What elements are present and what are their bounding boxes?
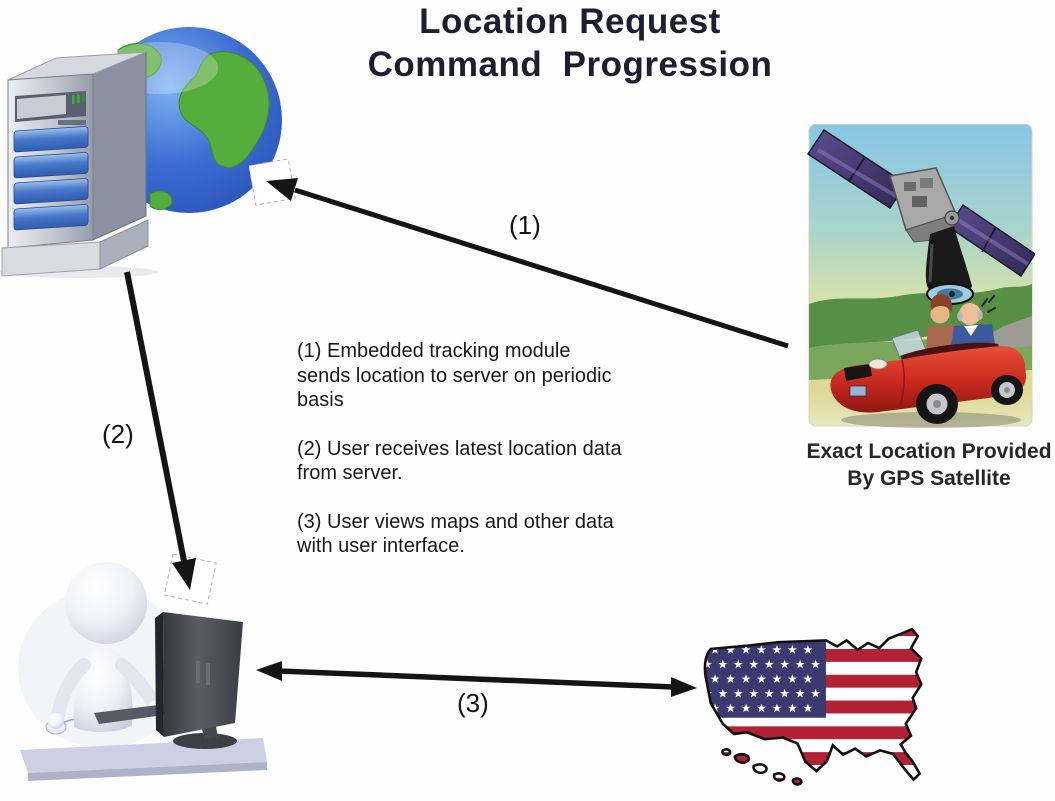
server-globe-icon <box>0 27 282 278</box>
monitor-icon <box>155 612 243 749</box>
step-3-text: (3) User views maps and other data with … <box>297 510 614 558</box>
usa-flag-map-icon <box>703 627 923 786</box>
page-title: Location Request Command Progression <box>367 2 773 84</box>
step-2-text: (2) User receives latest location data f… <box>297 437 622 485</box>
satellite-icon <box>806 128 1035 305</box>
step-1-text: (1) Embedded tracking module sends locat… <box>297 340 612 411</box>
arrow-2-label: (2) <box>102 419 134 449</box>
gps-satellite-car-illustration <box>806 124 1035 428</box>
arrow-1-label: (1) <box>509 210 541 240</box>
satellite-caption: Exact Location Provided By GPS Satellite <box>806 440 1052 490</box>
keyboard-icon <box>94 704 171 724</box>
arrow-3-label: (3) <box>457 688 489 718</box>
step-descriptions: (1) Embedded tracking module sends locat… <box>297 339 729 583</box>
person-at-computer-icon <box>18 562 267 781</box>
car-with-passengers-icon <box>830 293 1026 428</box>
server-tower-icon <box>0 51 158 278</box>
arrow-1 <box>248 158 789 349</box>
